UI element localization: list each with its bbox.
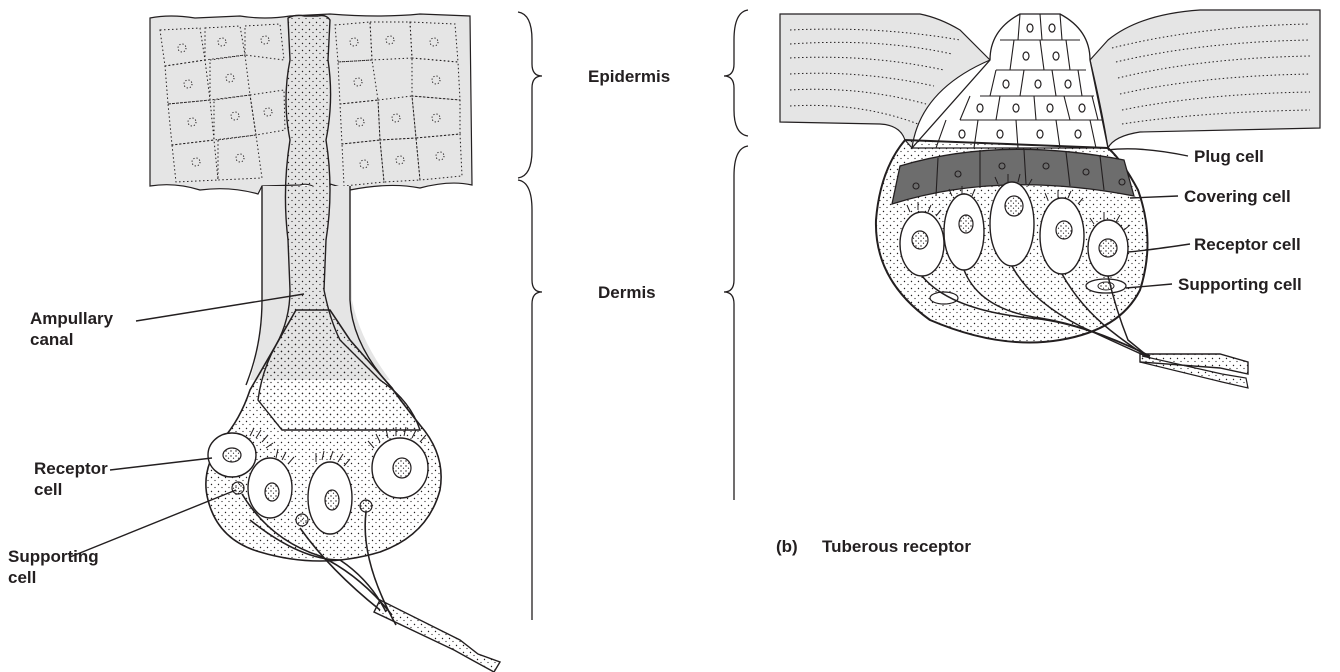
epidermis-layer-b-right — [1090, 10, 1320, 148]
supporting-cell-label-a: Supporting cell — [8, 546, 99, 588]
leader-receptor-cell-a — [110, 458, 212, 470]
dermis-label: Dermis — [598, 282, 656, 303]
epidermis-brace-b — [724, 10, 748, 136]
ampullary-receptor-drawing — [150, 14, 500, 672]
dermis-brace — [518, 180, 542, 620]
receptor-cell-label-a: Receptor cell — [34, 458, 108, 500]
supporting-cell-label-b: Supporting cell — [1178, 274, 1302, 295]
covering-cell-label: Covering cell — [1184, 186, 1291, 207]
leader-plug-cell — [1108, 149, 1188, 156]
plug-cell-label: Plug cell — [1194, 146, 1264, 167]
caption-b-letter: (b) — [776, 536, 798, 557]
receptor-cell-label-b: Receptor cell — [1194, 234, 1301, 255]
axon-a — [374, 600, 500, 672]
ampullary-canal-label: Ampullary canal — [30, 308, 113, 350]
epidermis-label: Epidermis — [588, 66, 670, 87]
dermis-brace-b — [724, 146, 748, 500]
epidermis-brace — [518, 12, 542, 178]
caption-b-title: Tuberous receptor — [822, 536, 971, 557]
